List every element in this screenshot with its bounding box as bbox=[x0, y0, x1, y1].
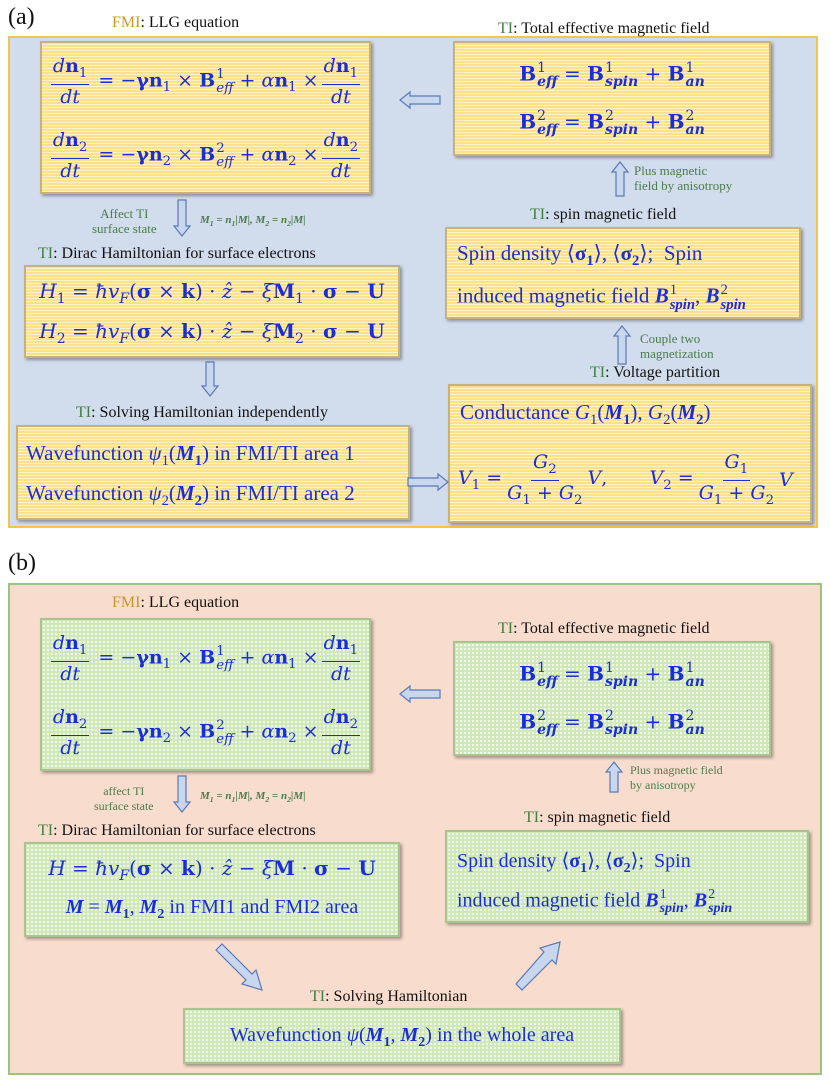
b-note-magnetization-relation: M1 = n1|M|, M2 = n2|M| bbox=[200, 790, 306, 805]
a-wavefunction-line1: Wavefunction ψ1(M1) in FMI/TI area 1 bbox=[26, 441, 355, 470]
a-llg-header: FMI: LLG equation bbox=[112, 14, 240, 31]
a-wavefunction-box: Wavefunction ψ1(M1) in FMI/TI area 1 Wav… bbox=[16, 425, 410, 520]
b-dirac-box: H = ħvF(σ × k) · ẑ − ξM · σ − U M = M1, … bbox=[24, 842, 400, 937]
b-arrow-up-anisotropy bbox=[604, 761, 624, 793]
a-arrow-down-dirac-to-solving bbox=[200, 361, 220, 397]
a-arrow-right-wavefunction-to-voltage bbox=[407, 472, 449, 492]
a-arrow-up-anisotropy bbox=[610, 161, 630, 197]
b-solving-header: TI: Solving Hamiltonian bbox=[310, 988, 468, 1005]
a-arrow-down-llg-to-dirac bbox=[172, 199, 192, 237]
b-wavefunction-box: Wavefunction ψ(M1, M2) in the whole area bbox=[183, 1008, 621, 1064]
a-spin-field-header: TI: spin magnetic field bbox=[530, 206, 677, 223]
a-voltage-header: TI: Voltage partition bbox=[590, 364, 721, 381]
a-arrow-left-total-to-llg bbox=[399, 90, 441, 110]
a-total-field-header: TI: Total effective magnetic field bbox=[498, 20, 710, 37]
a-note-magnetization-relation: M1 = n1|M|, M2 = n2|M| bbox=[200, 214, 306, 229]
b-dirac-eq: H = ħvF(σ × k) · ẑ − ξM · σ − U bbox=[48, 856, 376, 884]
a-solving-header: TI: Solving Hamiltonian independently bbox=[76, 404, 328, 421]
b-arrow-left-total-to-llg bbox=[399, 684, 441, 704]
a-spin-line1: Spin density ⟨σ1⟩, ⟨σ2⟩; Spin bbox=[457, 241, 703, 270]
panel-b-label: (b) bbox=[8, 550, 36, 576]
b-wavefunction-line: Wavefunction ψ(M1, M2) in the whole area bbox=[229, 1024, 575, 1050]
b-m-line: M = M1, M2 in FMI1 and FMI2 area bbox=[65, 896, 359, 922]
b-llg-header: FMI: LLG equation bbox=[112, 594, 240, 611]
a-spin-box: Spin density ⟨σ1⟩, ⟨σ2⟩; Spin induced ma… bbox=[445, 227, 801, 319]
b-spin-line1: Spin density ⟨σ1⟩, ⟨σ2⟩; Spin bbox=[457, 850, 691, 876]
a-dirac-header: TI: Dirac Hamiltonian for surface electr… bbox=[38, 245, 316, 262]
a-arrow-up-couple bbox=[612, 325, 632, 365]
b-arrow-down-llg-to-dirac bbox=[172, 775, 192, 813]
a-dirac-eq1: H1 = ħvF(σ × k) · ẑ − ξM1 · σ − U bbox=[39, 279, 385, 307]
b-arrow-diag-solving-to-spin bbox=[515, 941, 561, 991]
a-dirac-box: H1 = ħvF(σ × k) · ẑ − ξM1 · σ − U H2 = ħ… bbox=[24, 265, 400, 358]
b-spin-field-header: TI: spin magnetic field bbox=[524, 809, 671, 826]
a-dirac-eq2: H2 = ħvF(σ × k) · ẑ − ξM2 · σ − U bbox=[39, 319, 385, 347]
b-total-field-header: TI: Total effective magnetic field bbox=[498, 620, 710, 637]
panel-a-label: (a) bbox=[8, 4, 35, 30]
a-wavefunction-line2: Wavefunction ψ2(M2) in FMI/TI area 2 bbox=[26, 481, 355, 510]
b-dirac-header: TI: Dirac Hamiltonian for surface electr… bbox=[38, 822, 316, 839]
b-spin-box: Spin density ⟨σ1⟩, ⟨σ2⟩; Spin induced ma… bbox=[445, 830, 809, 923]
a-conductance-line: Conductance G1(M1), G2(M2) bbox=[460, 400, 711, 429]
b-arrow-diag-dirac-to-solving bbox=[215, 943, 263, 991]
